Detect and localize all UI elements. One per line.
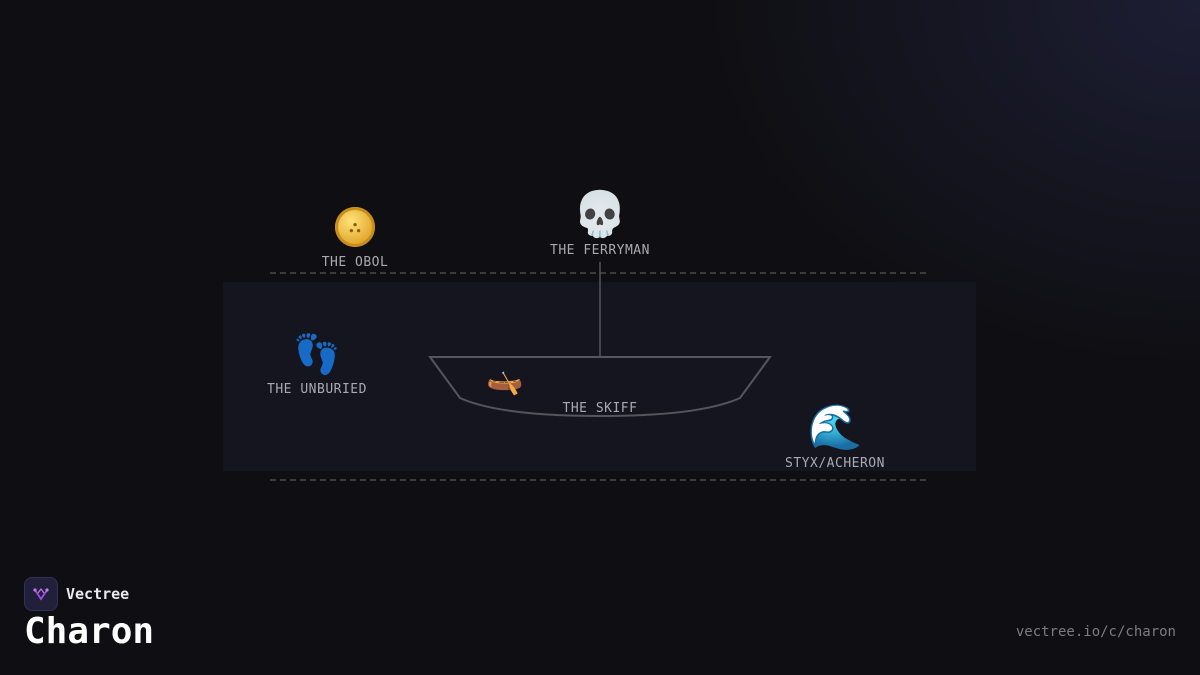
node-river: 🌊 STYX/ACHERON xyxy=(775,402,895,472)
upper-bank-line xyxy=(270,272,926,274)
node-skiff-icon-wrap: 🛶 xyxy=(480,362,530,398)
node-unburied-label: THE UNBURIED xyxy=(267,382,367,397)
coin-icon: ⛬ xyxy=(335,207,375,247)
node-river-label: STYX/ACHERON xyxy=(785,456,885,471)
skiff-hull xyxy=(428,356,772,418)
node-ferryman-label: THE FERRYMAN xyxy=(550,243,650,258)
node-ferryman: 💀 THE FERRYMAN xyxy=(540,189,660,259)
node-obol-label: THE OBOL xyxy=(321,255,389,270)
canoe-icon: 🛶 xyxy=(486,362,524,397)
brand-name: Vectree xyxy=(66,585,130,603)
node-unburied: 👣 THE UNBURIED xyxy=(257,330,377,397)
page-url[interactable]: vectree.io/c/charon xyxy=(1015,624,1176,640)
skull-icon: 💀 xyxy=(572,189,628,240)
node-obol: ⛬ THE OBOL xyxy=(305,207,405,270)
wave-icon: 🌊 xyxy=(807,402,863,453)
page-title: Charon xyxy=(24,611,155,652)
brand: Vectree xyxy=(24,577,129,611)
vectree-logo-icon xyxy=(24,577,58,611)
lower-bank-line xyxy=(270,479,926,481)
footprints-icon: 👣 xyxy=(293,332,341,376)
node-skiff-label: THE SKIFF xyxy=(562,401,638,416)
node-skiff: THE SKIFF xyxy=(540,401,660,416)
